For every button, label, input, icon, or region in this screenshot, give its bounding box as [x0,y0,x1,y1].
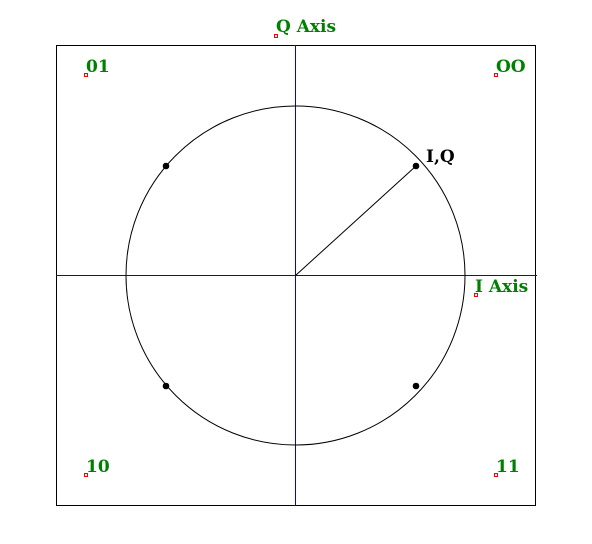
quadrant-01-anchor-icon [84,73,88,77]
constellation-point-11 [412,382,420,390]
iq-point-label: I,Q [426,147,455,167]
unit-circle [125,105,466,446]
q-axis-anchor-icon [274,34,278,38]
constellation-point-10 [162,382,170,390]
quadrant-label-01: 01 [86,57,110,77]
constellation-point-00 [412,162,420,170]
quadrant-11-anchor-icon [494,473,498,477]
i-axis-anchor-icon [474,293,478,297]
quadrant-00-anchor-icon [494,73,498,77]
iq-vector [295,165,417,276]
quadrant-label-10: 10 [86,457,110,477]
i-axis-label: I Axis [475,277,528,297]
quadrant-label-11: 11 [496,457,520,477]
constellation-point-01 [162,162,170,170]
quadrant-10-anchor-icon [84,473,88,477]
q-axis-label: Q Axis [276,17,336,37]
quadrant-label-00: OO [496,57,526,77]
